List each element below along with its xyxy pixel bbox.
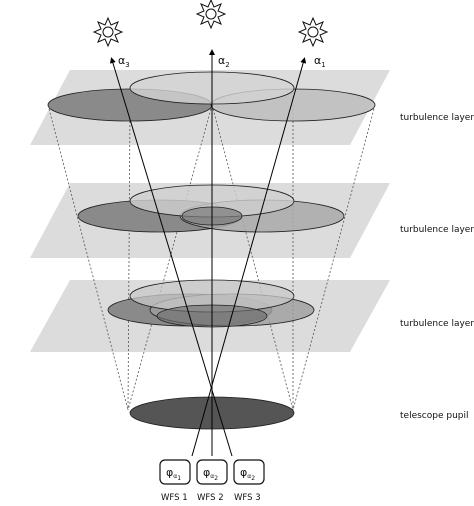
direction-label-alpha2: α2 <box>218 54 230 69</box>
wfs-1: φα1 WFS 1 <box>159 459 191 503</box>
pupil-label: telescope pupil <box>400 411 469 421</box>
cone-edges <box>47 104 376 411</box>
svg-text:φα2: φα2 <box>203 466 218 482</box>
direction-label-alpha3: α3 <box>118 54 130 69</box>
svg-text:φα2: φα2 <box>240 466 255 482</box>
svg-text:WFS 2: WFS 2 <box>197 493 224 503</box>
star-icon <box>93 17 123 47</box>
rays <box>109 49 307 457</box>
star-icon <box>298 17 328 47</box>
svg-text:WFS 3: WFS 3 <box>234 493 261 503</box>
svg-text:φα1: φα1 <box>166 466 181 482</box>
ray-alpha1 <box>191 57 307 457</box>
direction-label-alpha1: α1 <box>314 54 326 69</box>
svg-text:WFS 1: WFS 1 <box>161 493 188 503</box>
layer-label-2: turbulence layer 2 <box>400 225 474 235</box>
layer-label-1: turbulence layer 1 <box>400 319 474 329</box>
star-icon <box>196 0 226 29</box>
wfs-2: φα2 WFS 2 <box>196 459 228 503</box>
layer-label-3: turbulence layer 3 <box>400 113 474 123</box>
wfs-3: φα2 WFS 3 <box>233 459 265 503</box>
ellipses-layer3 <box>47 71 376 122</box>
